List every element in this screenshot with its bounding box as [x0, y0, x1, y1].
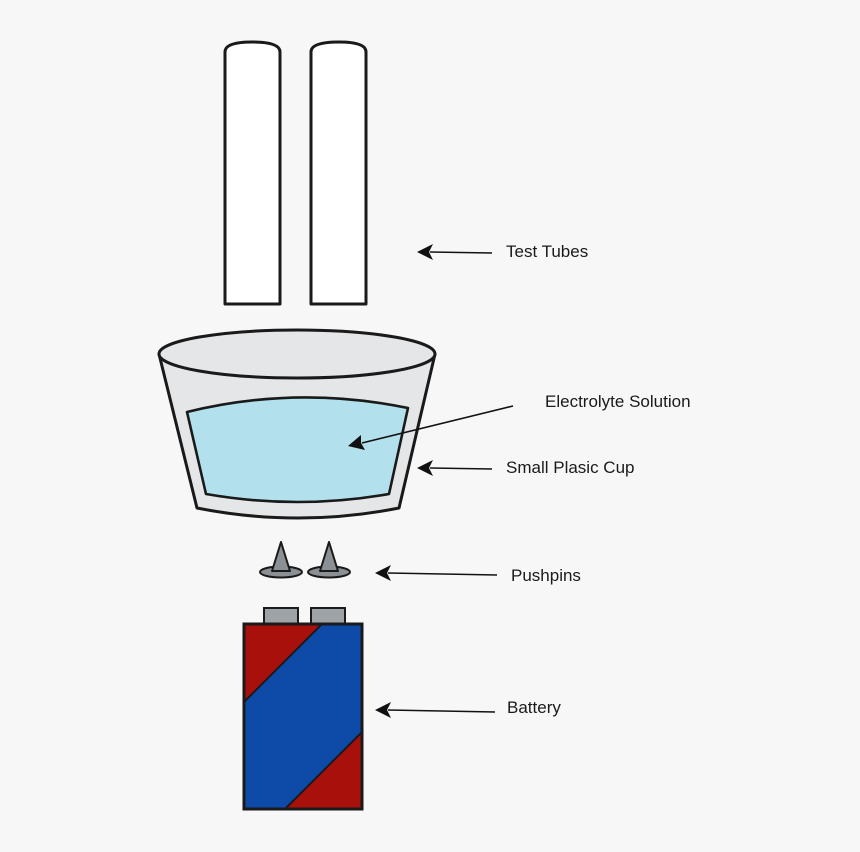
- battery-blue-stripe: [244, 624, 362, 809]
- arrow-pushpins: [375, 565, 498, 581]
- label-battery: Battery: [507, 698, 561, 717]
- pushpin-right: [307, 541, 351, 579]
- pushpin-left: [259, 541, 303, 579]
- arrow-test-tubes: [417, 244, 493, 260]
- plastic-cup: [157, 328, 437, 520]
- pushpins: [259, 541, 351, 579]
- label-pushpins: Pushpins: [511, 566, 581, 585]
- label-test-tubes: Test Tubes: [506, 242, 588, 261]
- arrow-small-plastic-cup: [417, 460, 493, 476]
- battery: [242, 607, 364, 811]
- label-electrolyte-solution: Electrolyte Solution: [545, 392, 691, 411]
- electrolyte-solution: [185, 396, 410, 504]
- battery-terminal-right: [310, 607, 346, 625]
- cup-rim: [157, 328, 437, 380]
- arrow-battery: [375, 702, 496, 718]
- test-tube-left: [223, 40, 282, 306]
- battery-terminal-left: [263, 607, 299, 625]
- arrow-electrolyte-solution: [348, 405, 514, 450]
- test-tube-right: [309, 40, 368, 306]
- label-small-plastic-cup: Small Plasic Cup: [506, 458, 635, 477]
- test-tubes: [223, 40, 368, 306]
